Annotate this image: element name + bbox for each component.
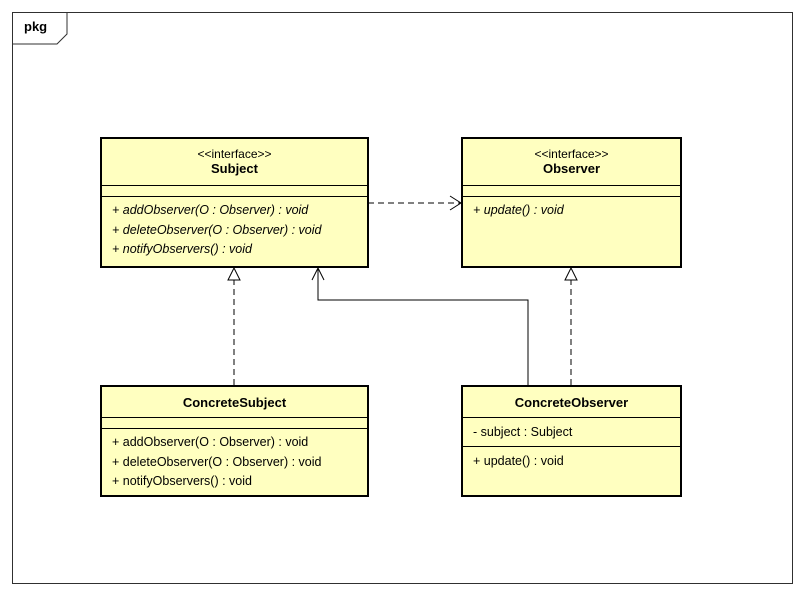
operations-compartment: + update() : void: [463, 447, 680, 474]
class-name: ConcreteSubject: [182, 395, 287, 410]
class-concretesubject-header: ConcreteSubject: [102, 387, 367, 418]
stereotype-label: <<interface>>: [197, 147, 272, 161]
class-name: Observer: [542, 161, 601, 176]
operation: + deleteObserver(O : Observer) : void: [112, 222, 322, 237]
operation: + deleteObserver(O : Observer) : void: [112, 454, 322, 469]
class-observer[interactable]: <<interface>> Observer + update() : void: [461, 137, 682, 268]
class-name: ConcreteObserver: [514, 395, 629, 410]
stereotype-label: <<interface>>: [534, 147, 609, 161]
attributes-compartment: - subject : Subject: [463, 418, 680, 447]
class-subject-header: <<interface>> Subject: [102, 139, 367, 186]
package-frame: [12, 12, 793, 584]
dependency-subject-observer: [368, 195, 462, 211]
operation: + addObserver(O : Observer) : void: [112, 435, 309, 449]
operation: + notifyObservers() : void: [112, 242, 252, 256]
attribute: - subject : Subject: [473, 425, 573, 439]
operation: + update() : void: [473, 454, 564, 468]
class-concreteobserver[interactable]: ConcreteObserver - subject : Subject + u…: [461, 385, 682, 497]
operations-compartment: + addObserver(O : Observer) : void + del…: [102, 197, 367, 262]
class-concreteobserver-header: ConcreteObserver: [463, 387, 680, 418]
class-observer-header: <<interface>> Observer: [463, 139, 680, 186]
package-tab: [12, 12, 68, 45]
association-concreteobserver-subject: [311, 266, 529, 385]
class-name: Subject: [211, 161, 258, 176]
operation: + notifyObservers() : void: [112, 474, 252, 488]
attributes-compartment: [102, 186, 367, 197]
realization-concretesubject-subject: [227, 266, 241, 385]
attributes-compartment: [463, 186, 680, 197]
operation: + addObserver(O : Observer) : void: [112, 203, 309, 217]
class-concretesubject[interactable]: ConcreteSubject + addObserver(O : Observ…: [100, 385, 369, 497]
operations-compartment: + update() : void: [463, 197, 680, 223]
package-label: pkg: [24, 19, 48, 34]
operations-compartment: + addObserver(O : Observer) : void + del…: [102, 429, 367, 494]
operation: + update() : void: [473, 203, 564, 217]
realization-concreteobserver-observer: [564, 266, 578, 385]
class-subject[interactable]: <<interface>> Subject + addObserver(O : …: [100, 137, 369, 268]
attributes-compartment: [102, 418, 367, 429]
